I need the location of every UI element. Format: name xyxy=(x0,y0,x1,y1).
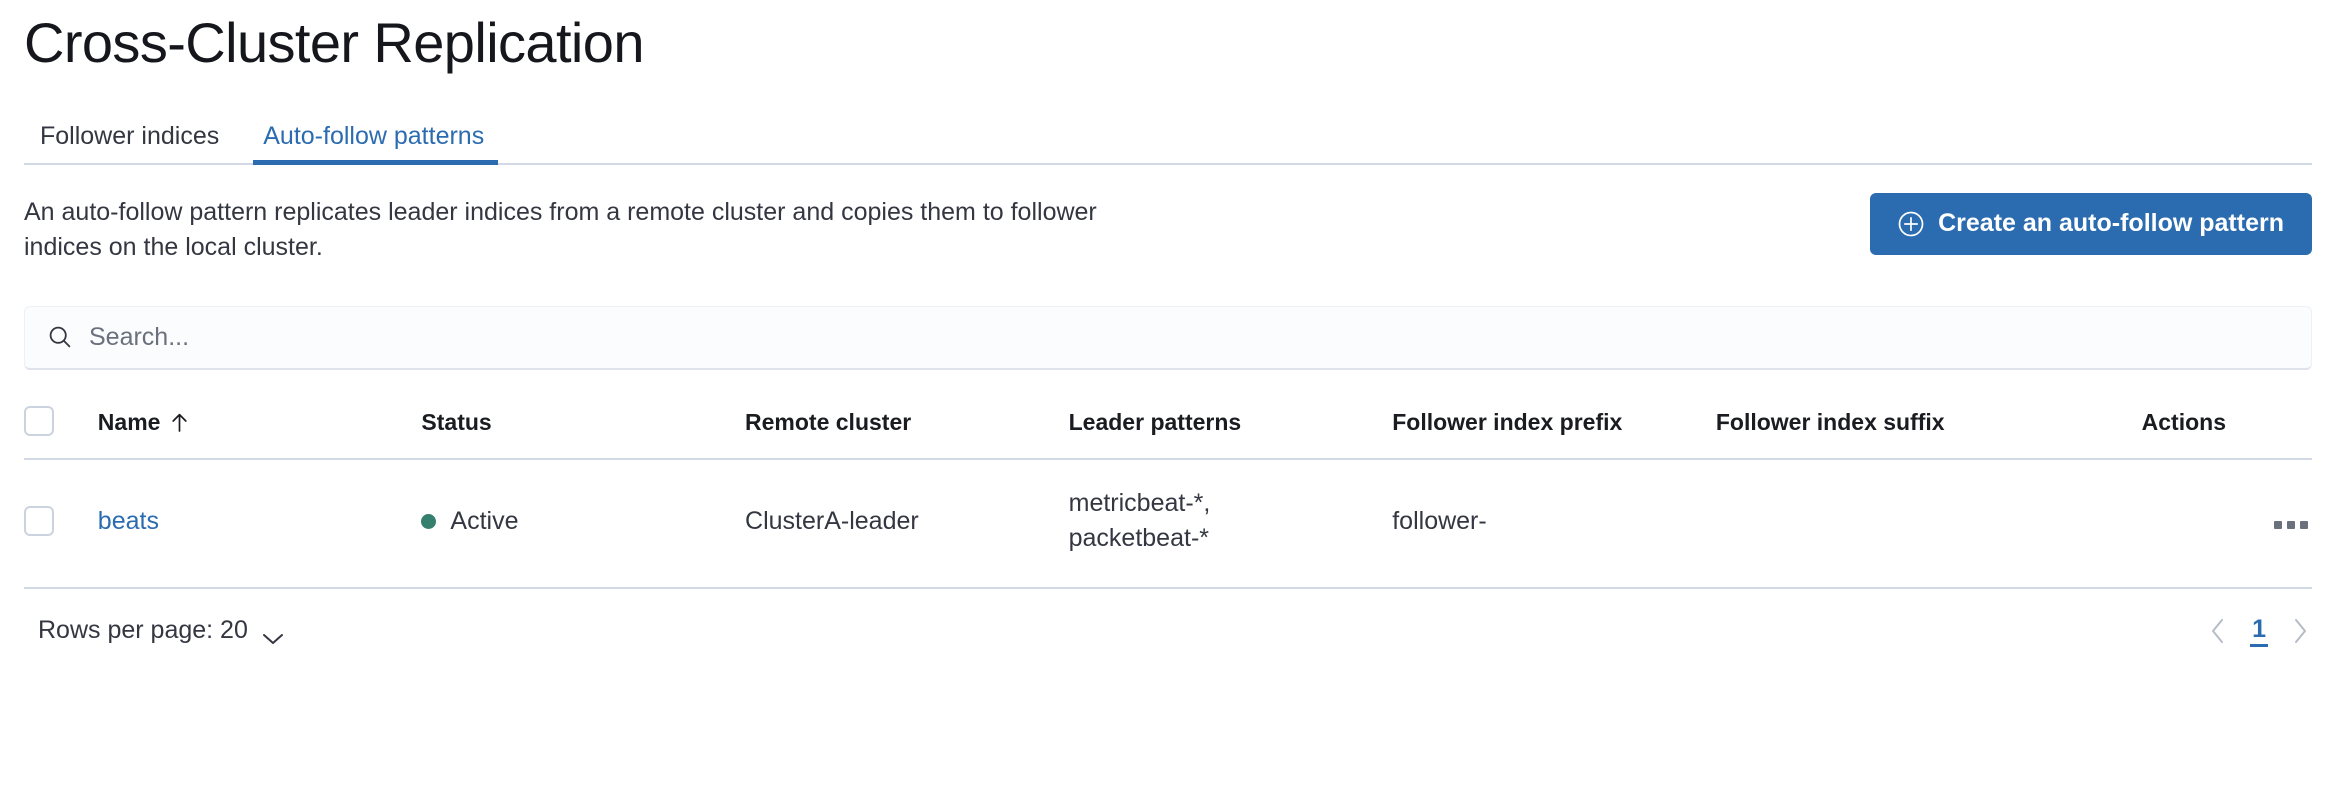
column-header-name-label: Name xyxy=(97,408,161,435)
chevron-left-icon[interactable] xyxy=(2210,618,2226,644)
select-all-checkbox[interactable] xyxy=(24,405,54,436)
rows-per-page-label: Rows per page: 20 xyxy=(38,616,248,645)
column-header-follower-index-prefix[interactable]: Follower index prefix xyxy=(1392,405,1716,460)
tab-follower-indices-label: Follower indices xyxy=(40,121,220,150)
create-auto-follow-pattern-label: Create an auto-follow pattern xyxy=(1938,209,2284,238)
page-title: Cross-Cluster Replication xyxy=(24,11,644,74)
page-number-1[interactable]: 1 xyxy=(2250,615,2268,647)
cell-actions xyxy=(2141,458,2312,589)
tab-follower-indices[interactable]: Follower indices xyxy=(24,121,239,165)
page-description: An auto-follow pattern replicates leader… xyxy=(24,197,1097,262)
select-all-cell xyxy=(24,405,98,460)
column-header-status[interactable]: Status xyxy=(421,405,746,460)
status-label: Active xyxy=(450,506,519,535)
tab-auto-follow-patterns-label: Auto-follow patterns xyxy=(263,121,485,150)
search-icon xyxy=(47,324,73,350)
status-dot-icon xyxy=(421,513,437,529)
column-header-remote-cluster[interactable]: Remote cluster xyxy=(745,405,1069,460)
pattern-name-link[interactable]: beats xyxy=(97,506,159,535)
row-select-cell xyxy=(24,458,98,589)
tab-auto-follow-patterns[interactable]: Auto-follow patterns xyxy=(239,121,508,165)
plus-in-circle-icon xyxy=(1898,211,1924,237)
cell-follower-index-prefix: follower- xyxy=(1392,458,1716,589)
row-checkbox[interactable] xyxy=(24,506,54,537)
table-footer: Rows per page: 20 1 xyxy=(24,615,2312,647)
cell-remote-cluster: ClusterA-leader xyxy=(745,458,1069,589)
cell-name: beats xyxy=(97,458,422,589)
tab-bar: Follower indices Auto-follow patterns xyxy=(24,111,2312,165)
column-header-leader-patterns[interactable]: Leader patterns xyxy=(1068,405,1393,460)
table-row: beats Active ClusterA-leader metricbeat-… xyxy=(24,458,2312,589)
search-input[interactable] xyxy=(89,322,2289,352)
create-auto-follow-pattern-button[interactable]: Create an auto-follow pattern xyxy=(1870,192,2312,255)
rows-per-page-selector[interactable]: Rows per page: 20 xyxy=(24,616,284,645)
cell-status: Active xyxy=(421,458,746,589)
chevron-down-icon xyxy=(262,624,284,644)
column-header-actions: Actions xyxy=(2141,405,2312,460)
auto-follow-patterns-table: Name Status Remote cluster Leader patter… xyxy=(24,405,2312,589)
search-bar[interactable] xyxy=(24,305,2312,370)
table-header-row: Name Status Remote cluster Leader patter… xyxy=(24,405,2312,460)
chevron-right-icon[interactable] xyxy=(2292,618,2308,644)
overflow-menu-icon[interactable] xyxy=(2270,517,2312,533)
cell-follower-index-suffix xyxy=(1715,458,2142,589)
column-header-follower-index-suffix[interactable]: Follower index suffix xyxy=(1715,405,2142,460)
pagination: 1 xyxy=(2210,615,2312,647)
description-row: An auto-follow pattern replicates leader… xyxy=(24,192,2312,266)
column-header-name[interactable]: Name xyxy=(97,405,422,460)
arrow-up-icon xyxy=(170,412,189,433)
cell-leader-patterns: metricbeat-*, packetbeat-* xyxy=(1068,458,1393,589)
